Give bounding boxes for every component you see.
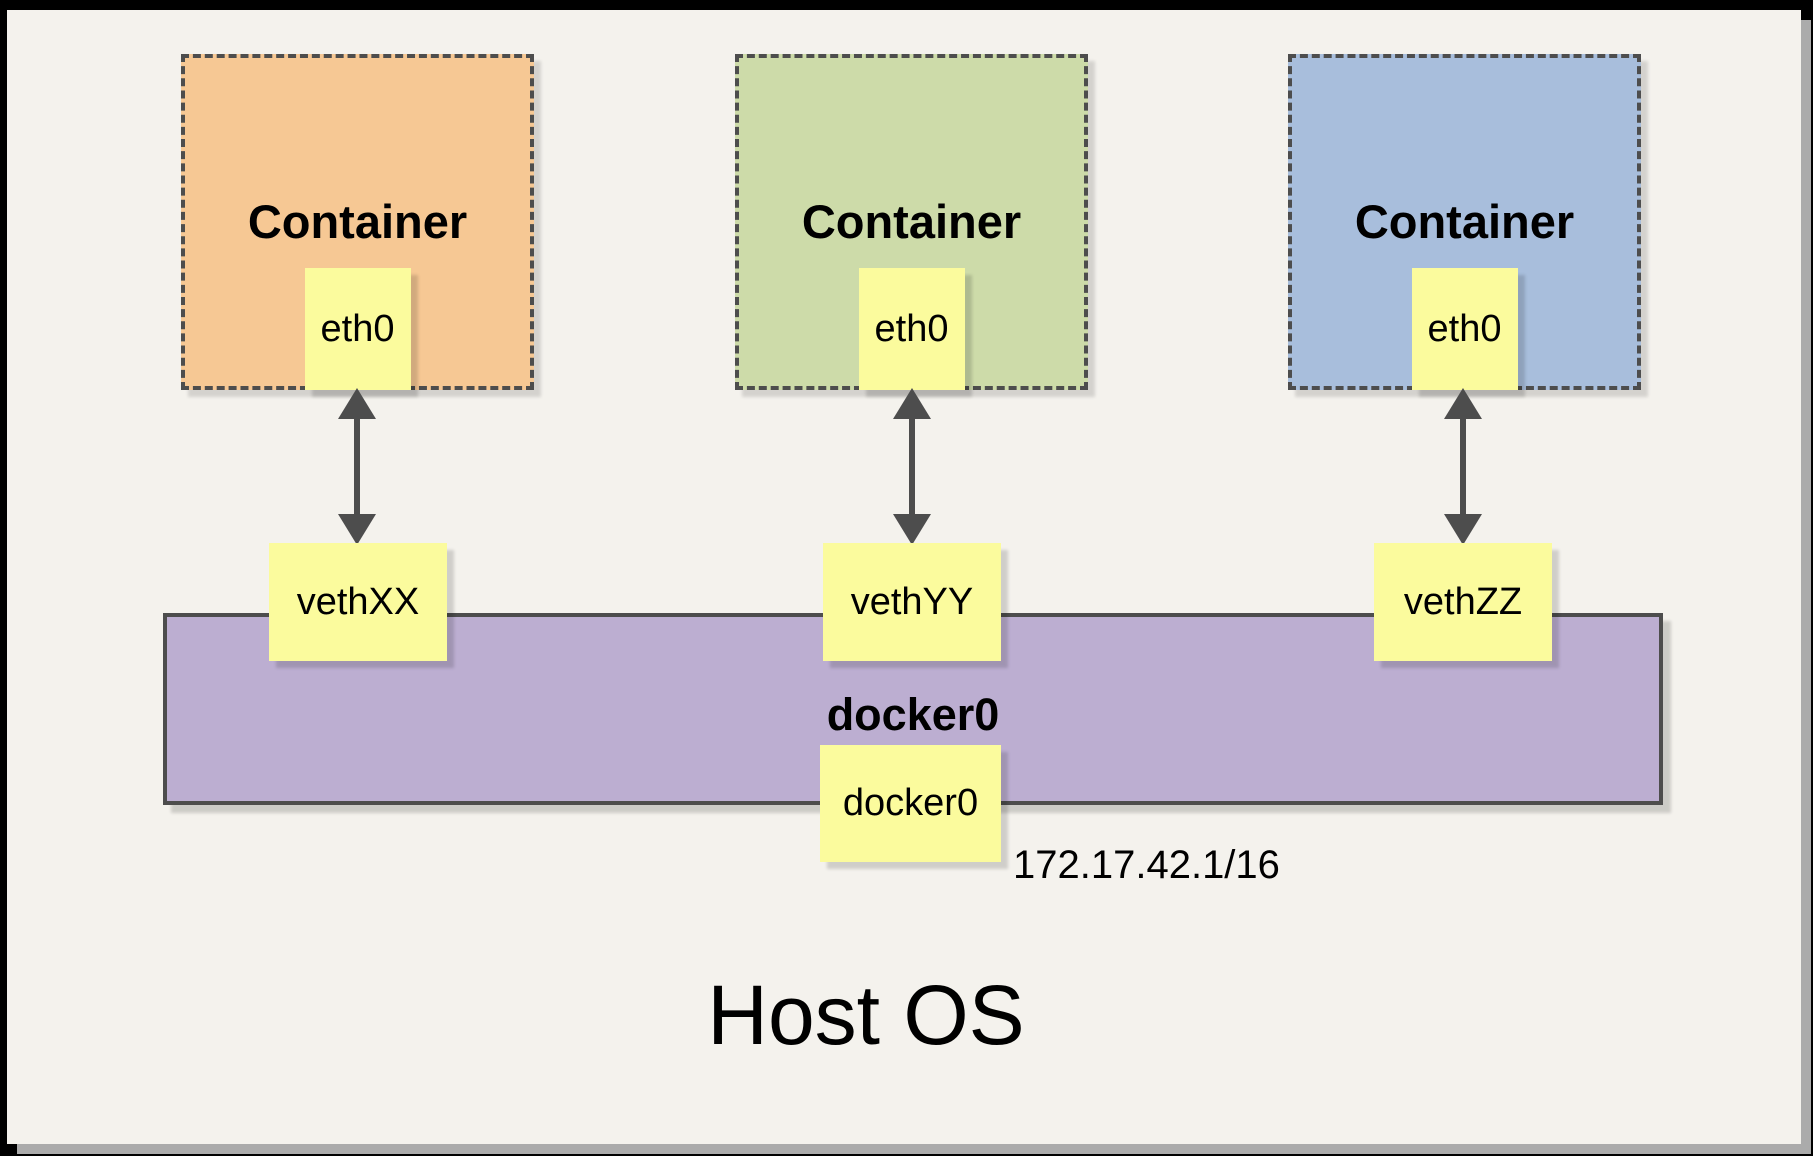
docker0-bridge-label: docker0 <box>826 689 1000 740</box>
docker0-interface-box: docker0 <box>820 745 1001 862</box>
host-os-canvas: Container eth0 Container eth0 Container … <box>7 10 1801 1144</box>
arrow-eth0-vethzz <box>1444 388 1482 545</box>
arrow-eth0-vethyy <box>893 388 931 545</box>
container-3-label: Container <box>1354 195 1575 248</box>
arrow-down-icon <box>1444 514 1482 545</box>
arrow-shaft <box>1460 419 1466 514</box>
container-2-label: Container <box>801 195 1022 248</box>
container-2-eth0-box: eth0 <box>858 268 965 390</box>
container-3-eth0-label: eth0 <box>1427 307 1502 350</box>
arrow-up-icon <box>893 388 931 419</box>
arrow-shaft <box>354 419 360 514</box>
vethyy-box: vethYY <box>823 543 1001 661</box>
vethzz-box: vethZZ <box>1374 543 1552 661</box>
arrow-down-icon <box>893 514 931 545</box>
arrow-down-icon <box>338 514 376 545</box>
arrow-up-icon <box>1444 388 1482 419</box>
container-1-eth0-label: eth0 <box>320 307 395 350</box>
container-3-eth0-box: eth0 <box>1411 268 1518 390</box>
container-box-1: Container eth0 <box>181 54 534 390</box>
container-box-3: Container eth0 <box>1288 54 1641 390</box>
vethyy-label: vethYY <box>850 580 974 623</box>
container-1-label: Container <box>247 195 468 248</box>
container-box-2: Container eth0 <box>735 54 1088 390</box>
container-1-eth0-box: eth0 <box>304 268 411 390</box>
bridge-ip-label: 172.17.42.1/16 <box>1013 843 1280 887</box>
container-2-eth0-label: eth0 <box>874 307 949 350</box>
host-os-label: Host OS <box>707 968 1025 1062</box>
vethxx-label: vethXX <box>296 580 420 623</box>
arrow-up-icon <box>338 388 376 419</box>
vethzz-label: vethZZ <box>1403 580 1523 623</box>
vethxx-box: vethXX <box>269 543 447 661</box>
arrow-shaft <box>909 419 915 514</box>
docker0-interface-label: docker0 <box>842 782 979 824</box>
arrow-eth0-vethxx <box>338 388 376 545</box>
